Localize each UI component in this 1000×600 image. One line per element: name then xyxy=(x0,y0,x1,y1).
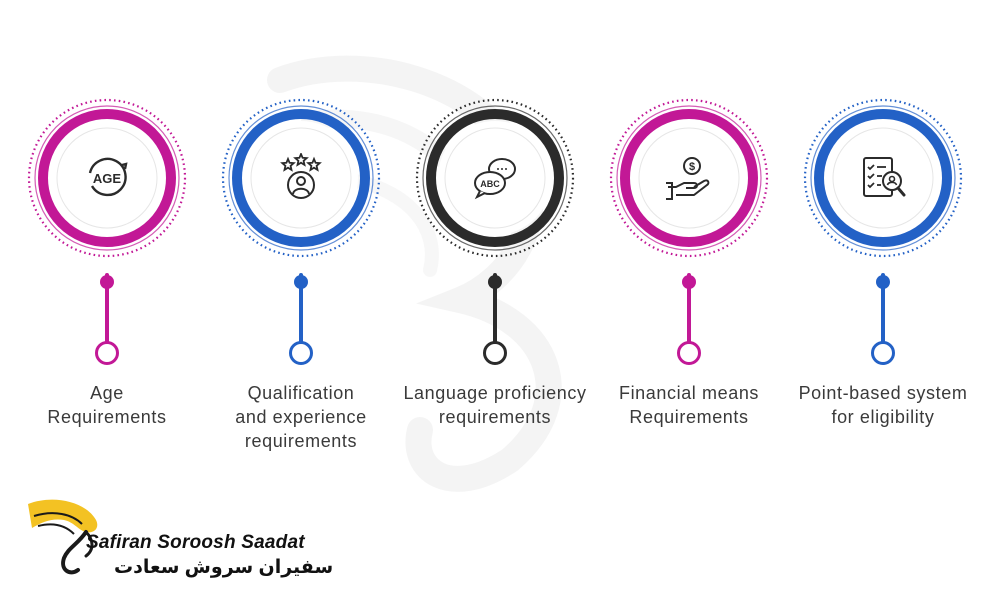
connector-end-ring xyxy=(677,341,701,365)
connector-line xyxy=(299,273,303,345)
connector-end-ring xyxy=(871,341,895,365)
step-ring xyxy=(220,97,382,259)
step-3: ABC Language proficiency requirements xyxy=(403,97,586,457)
step-ring: $ xyxy=(608,97,770,259)
step-5: Point-based system for eligibility xyxy=(793,97,973,457)
step-2: Qualification and experience requirements xyxy=(211,97,391,457)
connector-line xyxy=(687,273,691,345)
company-logo: Safiran Soroosh Saadat سفیران سروش سعادت xyxy=(24,492,333,582)
speech-bubbles-icon: ABC xyxy=(470,153,520,203)
connector-line xyxy=(493,273,497,345)
connector-end-ring xyxy=(483,341,507,365)
connector-line xyxy=(105,273,109,345)
step-label-line: and experience xyxy=(235,407,367,427)
connector-end-ring xyxy=(95,341,119,365)
connector-dot xyxy=(488,275,502,289)
svg-text:AGE: AGE xyxy=(93,171,122,186)
svg-text:$: $ xyxy=(689,161,695,173)
step-label: Language proficiency requirements xyxy=(393,381,597,429)
connector-dot xyxy=(876,275,890,289)
swan-logo-icon xyxy=(28,499,98,575)
checklist-search-icon xyxy=(858,153,908,203)
step-label-line: requirements xyxy=(438,407,552,427)
step-ring xyxy=(802,97,964,259)
step-label-line: Qualification xyxy=(247,383,355,403)
step-label-line: Point-based system xyxy=(798,383,968,403)
hand-coin-icon: $ xyxy=(664,153,714,203)
step-label: Point-based system for eligibility xyxy=(781,381,985,429)
connector-end-ring xyxy=(289,341,313,365)
step-label-line: Age xyxy=(90,383,124,403)
connector-dot xyxy=(100,275,114,289)
step-label: Qualification and experience requirements xyxy=(199,381,403,453)
svg-text:ABC: ABC xyxy=(480,179,500,189)
age-icon: AGE xyxy=(82,153,132,203)
step-label-line: Financial means xyxy=(618,383,760,403)
step-label-line: Requirements xyxy=(47,407,167,427)
connector-dot xyxy=(682,275,696,289)
step-label-line: Language proficiency xyxy=(403,383,587,403)
step-label-line: Requirements xyxy=(629,407,749,427)
logo-subtitle: سفیران سروش سعادت xyxy=(114,557,334,578)
logo-title: Safiran Soroosh Saadat xyxy=(86,532,305,553)
connector-dot xyxy=(294,275,308,289)
step-ring: ABC xyxy=(414,97,576,259)
step-ring: AGE xyxy=(26,97,188,259)
qualification-stars-icon xyxy=(276,151,326,203)
step-label-line: for eligibility xyxy=(831,407,935,427)
step-label-line: requirements xyxy=(244,431,358,451)
connector-line xyxy=(881,273,885,345)
